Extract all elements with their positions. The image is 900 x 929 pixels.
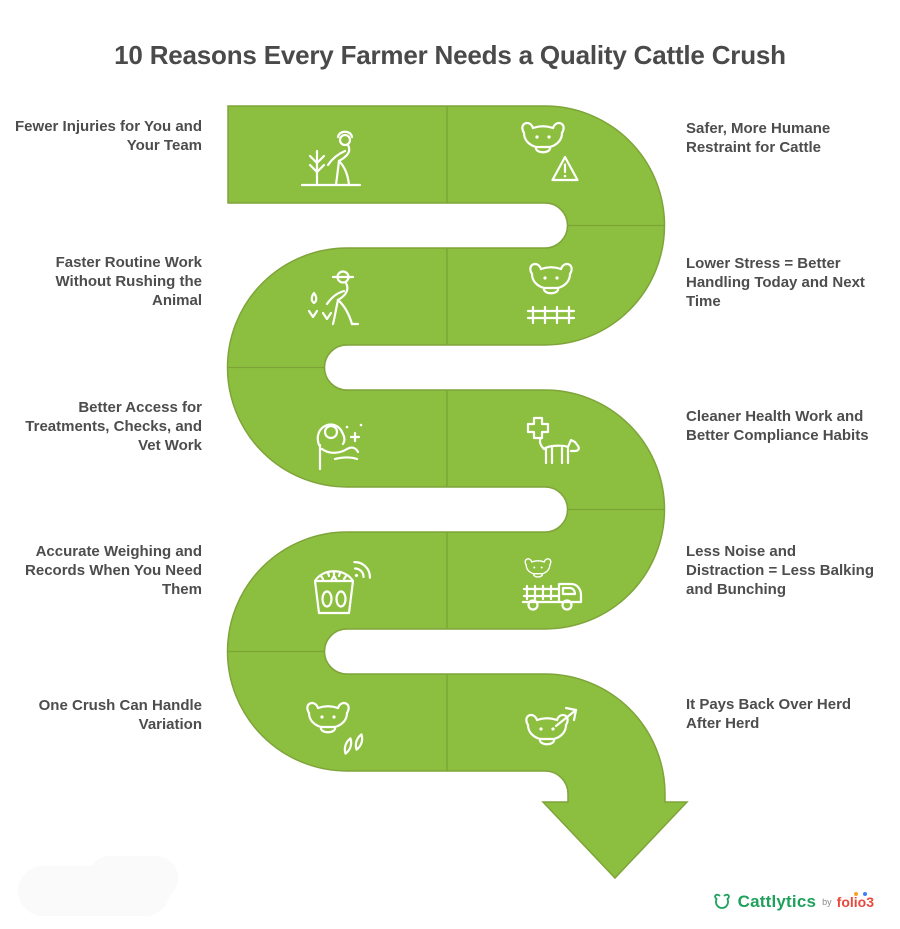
reason-label-1: Fewer Injuries for You and Your Team: [15, 118, 202, 154]
reason-label-4: Lower Stress = Better Handling Today and…: [686, 255, 865, 310]
watermark-blob: [18, 856, 178, 916]
partner-blue-dot: [863, 892, 867, 896]
reason-label-6: Cleaner Health Work and Better Complianc…: [686, 408, 869, 444]
reason-label-3: Faster Routine Work Without Rushing the …: [55, 254, 203, 309]
cow-hoofprints-icon: [306, 701, 364, 755]
cow-fence-icon: [526, 262, 576, 325]
reason-label-7: Accurate Weighing and Records When You N…: [25, 543, 202, 598]
animal-health-cross-icon: [526, 416, 580, 465]
reason-label-8: Less Noise and Distraction = Less Balkin…: [686, 543, 874, 598]
vet-care-icon: [316, 423, 363, 471]
cow-warning-icon: [521, 121, 579, 182]
cattlytics-logo-icon: [713, 893, 730, 909]
smart-scale-icon: [313, 561, 371, 615]
brand-by-text: by: [822, 897, 832, 907]
partner-orange-dot: [854, 892, 858, 896]
cell-divider-lines: [228, 106, 664, 771]
footer-logo: Cattlytics by folio3: [711, 888, 874, 916]
farmer-sowing-icon: [307, 270, 360, 326]
reason-label-5: Better Access for Treatments, Checks, an…: [25, 399, 202, 454]
reason-label-9: One Crush Can Handle Variation: [38, 697, 202, 733]
partner-name: folio3: [836, 892, 874, 910]
page-title: 10 Reasons Every Farmer Needs a Quality …: [114, 40, 786, 70]
farmer-plant-icon: [300, 130, 362, 187]
cow-payback-arrow-icon: [525, 706, 578, 746]
reason-label-2: Safer, More Humane Restraint for Cattle: [686, 120, 831, 156]
serpentine-flow-path: [226, 105, 689, 880]
brand-name: Cattlytics: [737, 892, 817, 911]
reason-label-10: It Pays Back Over Herd After Herd: [686, 696, 852, 732]
cattle-truck-icon: [521, 558, 583, 611]
